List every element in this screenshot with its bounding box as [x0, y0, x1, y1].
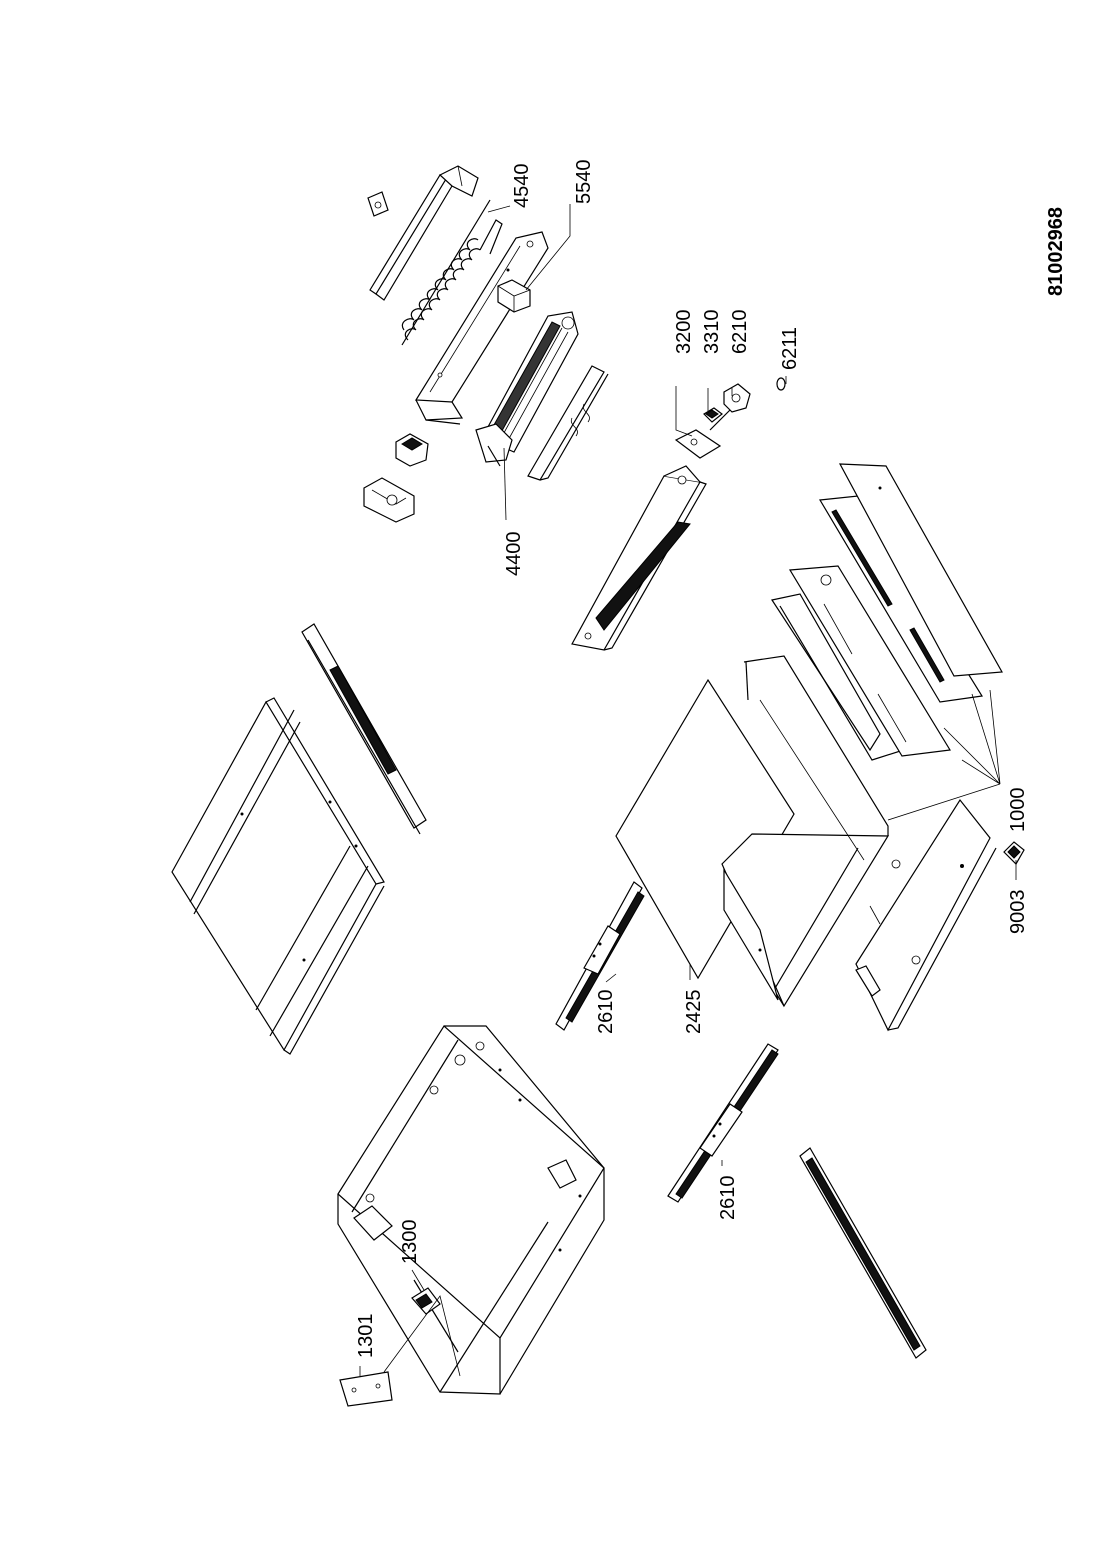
heating-coil	[401, 199, 503, 346]
door-panels	[771, 463, 1003, 761]
side-rail-top	[301, 623, 427, 835]
part-label-1300: 1300	[399, 1220, 421, 1265]
leader-lines	[359, 204, 1017, 1377]
part-label-2610-lower: 2610	[717, 1176, 739, 1221]
part-number-labels: 4540 5540 4400 3200 3310 6210 6211 1000 …	[355, 160, 1029, 1359]
part-label-3200: 3200	[673, 310, 695, 355]
part-label-4400: 4400	[503, 532, 525, 577]
part-label-1301: 1301	[355, 1314, 377, 1359]
part-label-3310: 3310	[701, 310, 723, 355]
part-label-9003: 9003	[1007, 890, 1029, 935]
oven-cabinet	[337, 1025, 605, 1407]
part-label-2610-upper: 2610	[595, 990, 617, 1035]
document-number: 81002968	[1045, 207, 1067, 296]
side-rail-bottom	[799, 1147, 927, 1359]
door-latch	[1003, 841, 1025, 865]
telescopic-runner-lower	[667, 1043, 779, 1203]
part-label-2425: 2425	[683, 990, 705, 1035]
heater-housing-assembly	[363, 165, 609, 523]
part-label-6211: 6211	[779, 327, 801, 370]
control-panel-bar	[571, 377, 786, 651]
drawer-base-frame	[855, 798, 997, 1032]
part-label-6210: 6210	[729, 310, 751, 355]
tangential-fan	[475, 311, 579, 467]
drawer-glass-plate	[615, 678, 795, 980]
part-label-5540: 5540	[573, 160, 595, 205]
part-label-1000: 1000	[1007, 788, 1029, 833]
drawer-body	[721, 655, 890, 1008]
telescopic-runner-upper	[555, 881, 645, 1031]
part-label-4540: 4540	[511, 164, 533, 209]
top-cover	[171, 697, 385, 1055]
